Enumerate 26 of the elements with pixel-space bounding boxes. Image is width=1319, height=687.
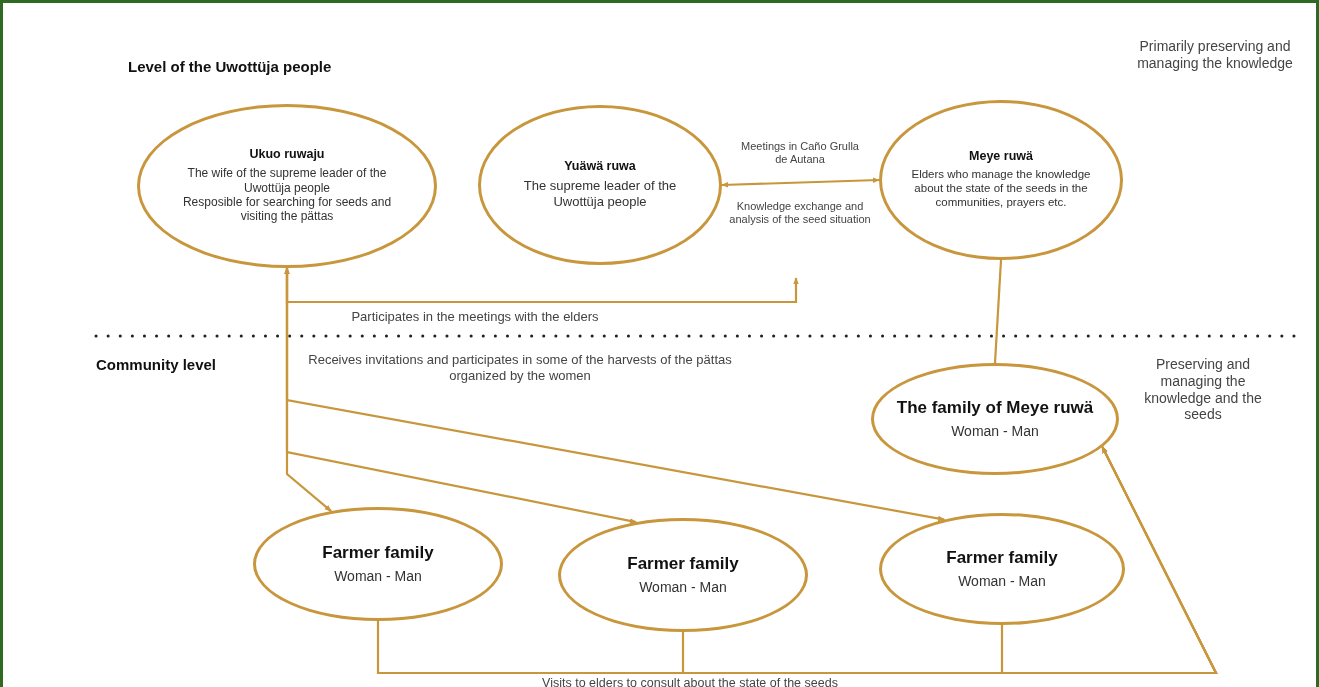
node-title: Yuäwä ruwa: [564, 160, 636, 174]
level-heading: Level of the Uwottüja people: [128, 58, 333, 76]
arrow: [285, 268, 799, 304]
annotation-text: Visits to elders to consult about the state of the seeds: [541, 676, 839, 687]
node-description: Resposible for searching for seeds and visiting the pättas: [181, 195, 393, 224]
node-description: The supreme leader of the Uwottüja people: [522, 178, 678, 210]
level-heading: Community level: [96, 356, 218, 374]
annotation-text: Receives invitations and participates in some of the harvests of the pättas organized by the women: [307, 352, 733, 384]
node-description: Woman - Man: [639, 578, 727, 596]
level-note: Preserving and managing the knowledge and the seeds: [1143, 356, 1263, 424]
node-title: Meye ruwä: [969, 150, 1033, 164]
edge-note: Knowledge exchange and analysis of the seed situation: [728, 200, 872, 227]
arrow: [721, 177, 880, 188]
arrow: [1000, 446, 1218, 675]
node-description: Elders who manage the knowledge about the state of the seeds in the communities, prayers etc.: [910, 168, 1092, 210]
node-title: Farmer family: [322, 543, 434, 562]
level-note: Primarily preserving and managing the knowledge: [1136, 38, 1294, 72]
node-description: Woman - Man: [958, 572, 1046, 590]
node-description: Woman - Man: [951, 422, 1039, 440]
node-description: The wife of the supreme leader of the Uwottüja people: [186, 166, 388, 196]
connector-line: [993, 259, 1003, 364]
node-title: Farmer family: [946, 548, 1058, 567]
node-title: Farmer family: [627, 554, 739, 573]
node-title: The family of Meye ruwä: [896, 398, 1094, 417]
node-description: Woman - Man: [334, 567, 422, 585]
node-title: Ukuo ruwaju: [249, 148, 325, 162]
